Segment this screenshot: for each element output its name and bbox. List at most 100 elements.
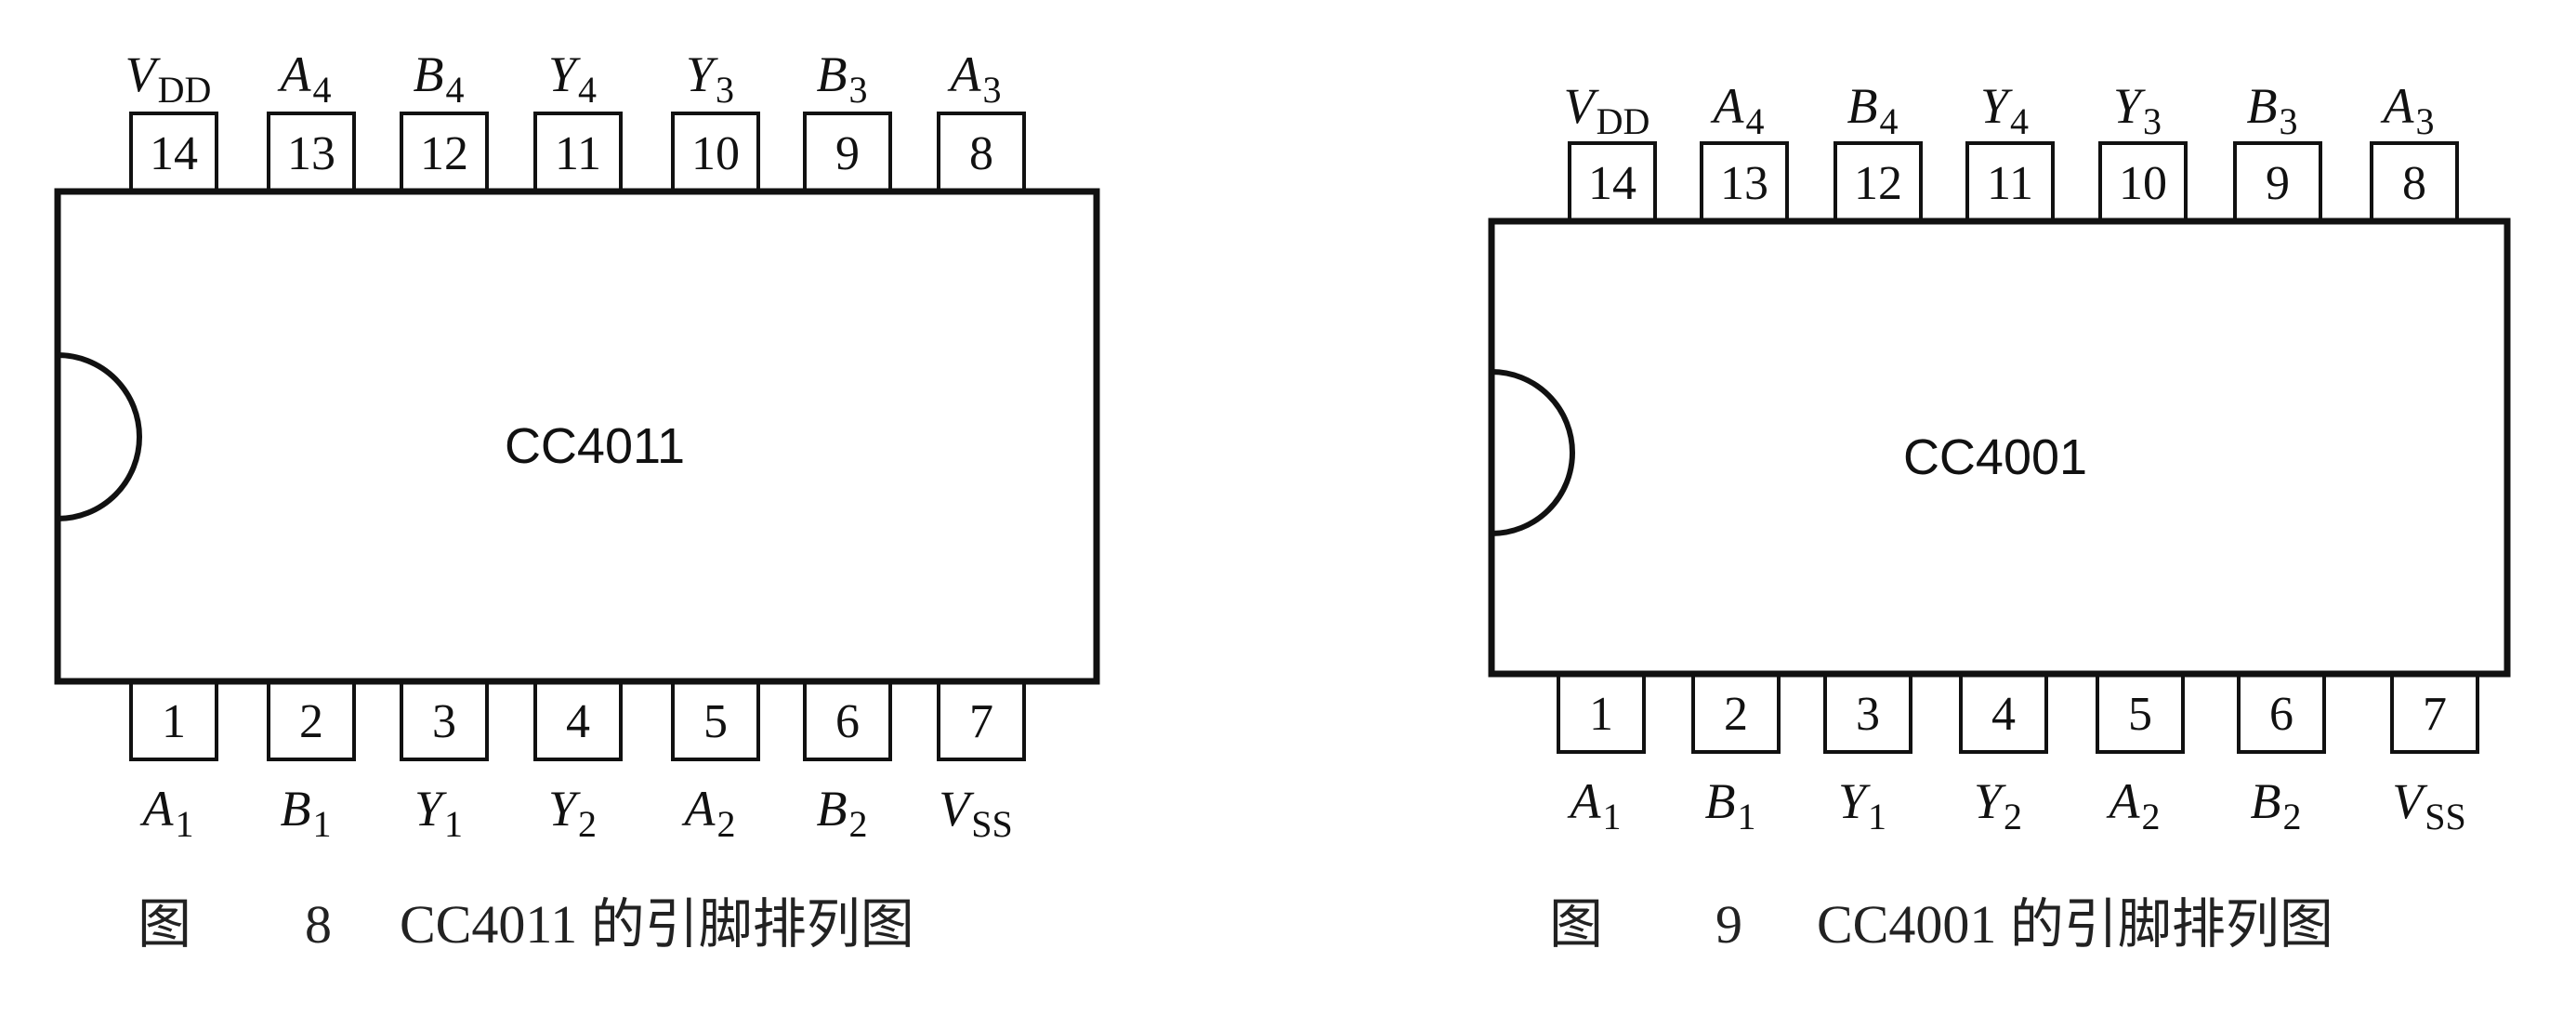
- pin-number: 5: [2128, 688, 2152, 741]
- pin-label: Y3: [2113, 78, 2162, 142]
- pin-box: [1965, 141, 2055, 223]
- pin-number: 2: [1724, 688, 1748, 741]
- pin-label-sub: 2: [717, 803, 736, 845]
- bottom-pin-6: 6B2: [2237, 672, 2326, 837]
- pin-label-main: A: [682, 781, 716, 837]
- pin-label-sub: 2: [2142, 796, 2161, 837]
- pin-box: [1691, 672, 1781, 754]
- pin-label-sub: 4: [1746, 100, 1765, 142]
- caption-number: 8: [305, 894, 332, 955]
- pin-label: B4: [414, 46, 465, 111]
- pin-number: 13: [287, 127, 335, 180]
- pin-box: [1959, 672, 2048, 754]
- pin-number: 7: [2423, 688, 2447, 741]
- pin-label: VDD: [125, 46, 212, 111]
- pin-label: A1: [140, 781, 194, 845]
- pin-label-sub: 3: [2280, 100, 2298, 142]
- pin-number: 10: [2119, 157, 2167, 210]
- pin-label-main: Y: [1974, 773, 2006, 829]
- pin-label-sub: 4: [578, 69, 597, 111]
- top-pin-8: 8A3: [937, 46, 1026, 193]
- pin-label-sub: 2: [578, 803, 597, 845]
- bottom-pin-2: 2B1: [267, 679, 356, 845]
- pin-label-main: B: [1847, 78, 1878, 134]
- pin-box: [2370, 141, 2459, 223]
- pin-label-sub: DD: [158, 69, 212, 111]
- bottom-pin-3: 3Y1: [1823, 672, 1912, 837]
- pin-label-main: Y: [548, 781, 581, 837]
- top-pin-10: 10 Y3: [2098, 78, 2188, 223]
- pin-label-sub: 1: [444, 803, 463, 845]
- pin-label: Y4: [1980, 78, 2029, 142]
- pin-label: Y1: [414, 781, 463, 845]
- caption-prefix: 图: [138, 894, 191, 955]
- pin-box: [1568, 141, 1657, 223]
- pin-label-sub: 1: [176, 803, 194, 845]
- chip-body: [1488, 218, 2511, 678]
- pin-label-sub: 3: [849, 69, 868, 111]
- pin-label: B1: [281, 781, 332, 845]
- pin-label-main: B: [414, 46, 444, 102]
- top-pin-14: 14 VDD: [125, 46, 218, 193]
- chip-name: CC4001: [1903, 429, 2087, 485]
- pin-label: VSS: [939, 781, 1013, 845]
- pin-label: A3: [2381, 78, 2435, 142]
- pin-label-sub: 2: [2004, 796, 2022, 837]
- pin-number: 8: [2402, 157, 2426, 210]
- pin-label-main: B: [1705, 773, 1736, 829]
- pin-label-sub: DD: [1597, 100, 1650, 142]
- pin-label-sub: 2: [2283, 796, 2302, 837]
- pin-box: [267, 679, 356, 761]
- pin-label-main: V: [1564, 78, 1600, 134]
- caption-number: 9: [1715, 894, 1742, 955]
- pin-number: 11: [555, 127, 601, 180]
- pin-label-sub: 3: [716, 69, 734, 111]
- pin-label-sub: 4: [313, 69, 332, 111]
- pin-label-sub: 1: [313, 803, 332, 845]
- pin-label: B3: [2247, 78, 2298, 142]
- bottom-pin-3: 3Y1: [400, 679, 489, 845]
- bottom-pin-2: 2B1: [1691, 672, 1781, 837]
- pin-box: [533, 112, 623, 193]
- pin-label: VSS: [2392, 773, 2466, 837]
- pin-label-main: B: [817, 46, 848, 102]
- pin-number: 13: [1720, 157, 1768, 210]
- pin-box: [400, 679, 489, 761]
- pin-number: 1: [1589, 688, 1613, 741]
- bottom-pin-4: 4Y2: [1959, 672, 2048, 837]
- pin-number: 10: [691, 127, 740, 180]
- pin-label-main: Y: [686, 46, 718, 102]
- pin-label: B1: [1705, 773, 1756, 837]
- pin-label: VDD: [1564, 78, 1650, 142]
- pin-label-main: V: [939, 781, 975, 837]
- pin-label-sub: 1: [1868, 796, 1886, 837]
- pin-label: B2: [2251, 773, 2302, 837]
- pin-label-main: V: [125, 46, 162, 102]
- pin-number: 7: [969, 695, 993, 748]
- pin-label-main: A: [278, 46, 312, 102]
- pin-number: 3: [432, 695, 456, 748]
- pin-label-main: Y: [414, 781, 447, 837]
- pin-label-main: Y: [2113, 78, 2146, 134]
- pin-label: A2: [682, 781, 736, 845]
- pin-label-sub: 3: [983, 69, 1002, 111]
- pin-box: [937, 112, 1026, 193]
- pin-box: [2390, 672, 2479, 754]
- pin-label-sub: SS: [971, 803, 1013, 845]
- chip-notch: [57, 352, 142, 521]
- pin-number: 14: [150, 127, 198, 180]
- caption-prefix: 图: [1549, 894, 1603, 955]
- pin-label-sub: SS: [2425, 796, 2466, 837]
- pin-label-main: A: [1711, 78, 1745, 134]
- pin-label-main: A: [948, 46, 982, 102]
